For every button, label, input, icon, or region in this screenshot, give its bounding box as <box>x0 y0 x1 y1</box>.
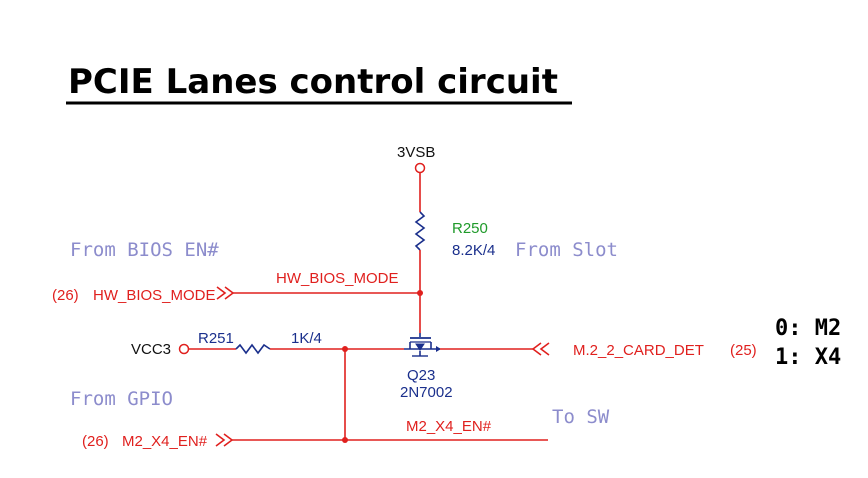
m2-x4-in-arrow-1 <box>215 433 226 447</box>
q23-ref: Q23 <box>407 367 435 384</box>
mosfet-q23 <box>404 333 441 357</box>
r251-ref: R251 <box>198 330 234 347</box>
card-det-arrow-2 <box>539 342 550 356</box>
note-from-gpio: From GPIO <box>70 388 173 410</box>
page-title: PCIE Lanes control circuit <box>68 62 558 102</box>
card-det-name: M.2_2_CARD_DET <box>573 342 704 359</box>
note-from-slot: From Slot <box>515 239 618 261</box>
net-hw-bios-mode: HW_BIOS_MODE <box>276 270 399 287</box>
vcc-label: VCC3 <box>131 341 171 358</box>
note-to-sw: To SW <box>552 406 610 428</box>
r250-ref: R250 <box>452 220 488 237</box>
hw-bios-in-page: (26) <box>52 287 79 304</box>
card-det-arrow-1 <box>531 342 542 356</box>
power-label: 3VSB <box>397 144 435 161</box>
hw-bios-in-arrow-1 <box>216 286 227 300</box>
r251-value: 1K/4 <box>291 330 322 347</box>
note-from-bios: From BIOS EN# <box>70 239 219 261</box>
vcc-terminal <box>178 343 190 355</box>
mode-legend-line-0: 0: M2 <box>775 316 841 341</box>
hw-bios-in-name: HW_BIOS_MODE <box>93 287 216 304</box>
net-m2-x4-en: M2_X4_EN# <box>406 418 492 435</box>
resistor-r250 <box>414 211 426 251</box>
power-terminal <box>414 162 426 174</box>
r250-value: 8.2K/4 <box>452 242 495 259</box>
m2-x4-in-name: M2_X4_EN# <box>122 433 208 450</box>
q23-part: 2N7002 <box>400 384 453 401</box>
resistor-r251 <box>235 343 271 355</box>
m2-x4-in-page: (26) <box>82 433 109 450</box>
mode-legend-line-1: 1: X4 <box>775 345 841 370</box>
card-det-page: (25) <box>730 342 757 359</box>
